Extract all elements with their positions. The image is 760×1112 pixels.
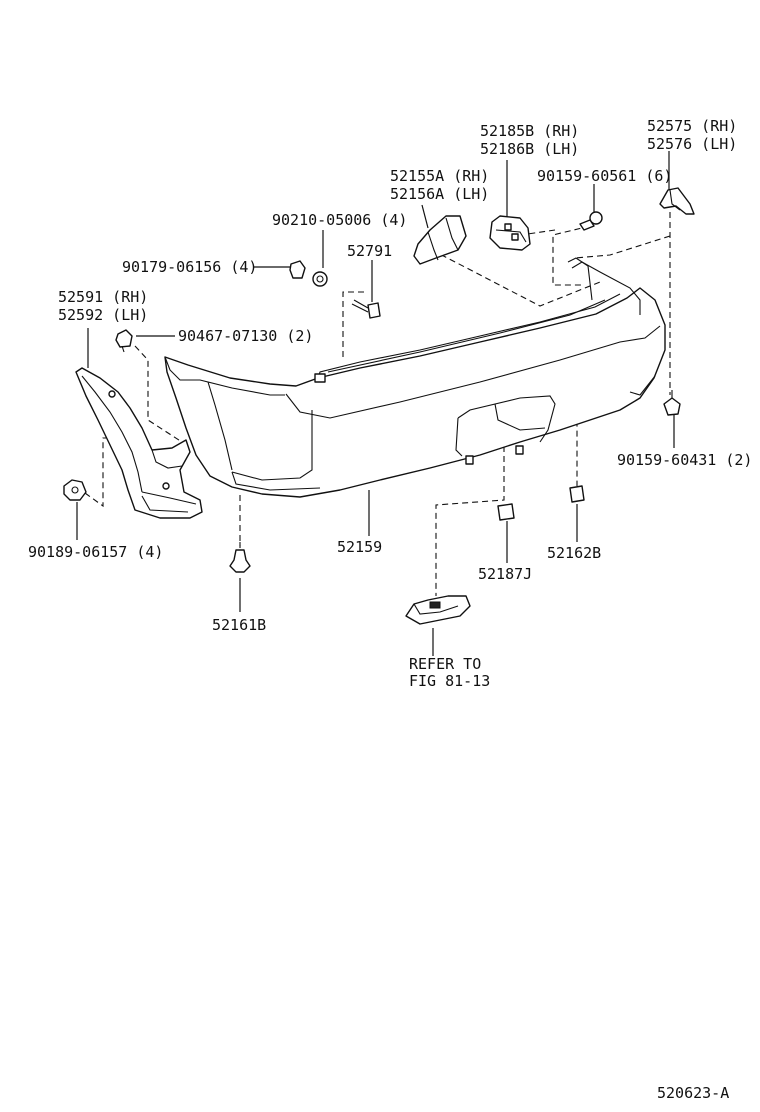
label-90159-60431: 90159-60431 (2) — [617, 451, 752, 469]
label-52575: 52575 (RH) — [647, 117, 737, 135]
label-90189-06157: 90189-06157 (4) — [28, 543, 163, 561]
retainer-52155a — [413, 215, 467, 265]
label-52187j: 52187J — [478, 565, 532, 583]
label-52185b: 52185B (RH) — [480, 122, 579, 140]
screw-90159-60561 — [579, 211, 603, 231]
bracket-52575 — [659, 187, 695, 215]
label-52591: 52591 (RH) — [58, 288, 148, 306]
label-90159-60561: 90159-60561 (6) — [537, 167, 672, 185]
label-52155a: 52155A (RH) — [390, 167, 489, 185]
label-52576: 52576 (LH) — [647, 135, 737, 153]
leader-lines — [76, 151, 675, 656]
nut-90210 — [312, 271, 328, 287]
bumper-cover-52159 — [164, 257, 666, 498]
clip-52162b — [569, 485, 585, 503]
label-52159: 52159 — [337, 538, 382, 556]
label-refer-to: REFER TO — [409, 655, 481, 673]
label-90467-07130: 90467-07130 (2) — [178, 327, 313, 345]
label-fig-81-13: FIG 81-13 — [409, 672, 490, 690]
retainer-52185b — [489, 215, 531, 251]
figure-id: 520623-A — [657, 1084, 729, 1102]
part-labels: 52575 (RH) 52576 (LH) 52185B (RH) 52186B… — [28, 117, 752, 1102]
label-52791: 52791 — [347, 242, 392, 260]
label-90210-05006: 90210-05006 (4) — [272, 211, 407, 229]
nut-90179 — [289, 260, 306, 279]
screw-90467 — [115, 329, 133, 353]
screw-90159-60431 — [663, 390, 681, 416]
label-52592: 52592 (LH) — [58, 306, 148, 324]
clip-52161b — [229, 542, 251, 573]
label-52161b: 52161B — [212, 616, 266, 634]
bolt-52791 — [351, 299, 381, 319]
label-52186b: 52186B (LH) — [480, 140, 579, 158]
license-lamp — [405, 595, 471, 625]
clip-52187j — [497, 503, 515, 521]
label-52156a: 52156A (LH) — [390, 185, 489, 203]
mudguard-52591 — [75, 367, 203, 519]
label-90179-06156: 90179-06156 (4) — [122, 258, 257, 276]
clip-90189 — [63, 479, 87, 501]
label-52162b: 52162B — [547, 544, 601, 562]
